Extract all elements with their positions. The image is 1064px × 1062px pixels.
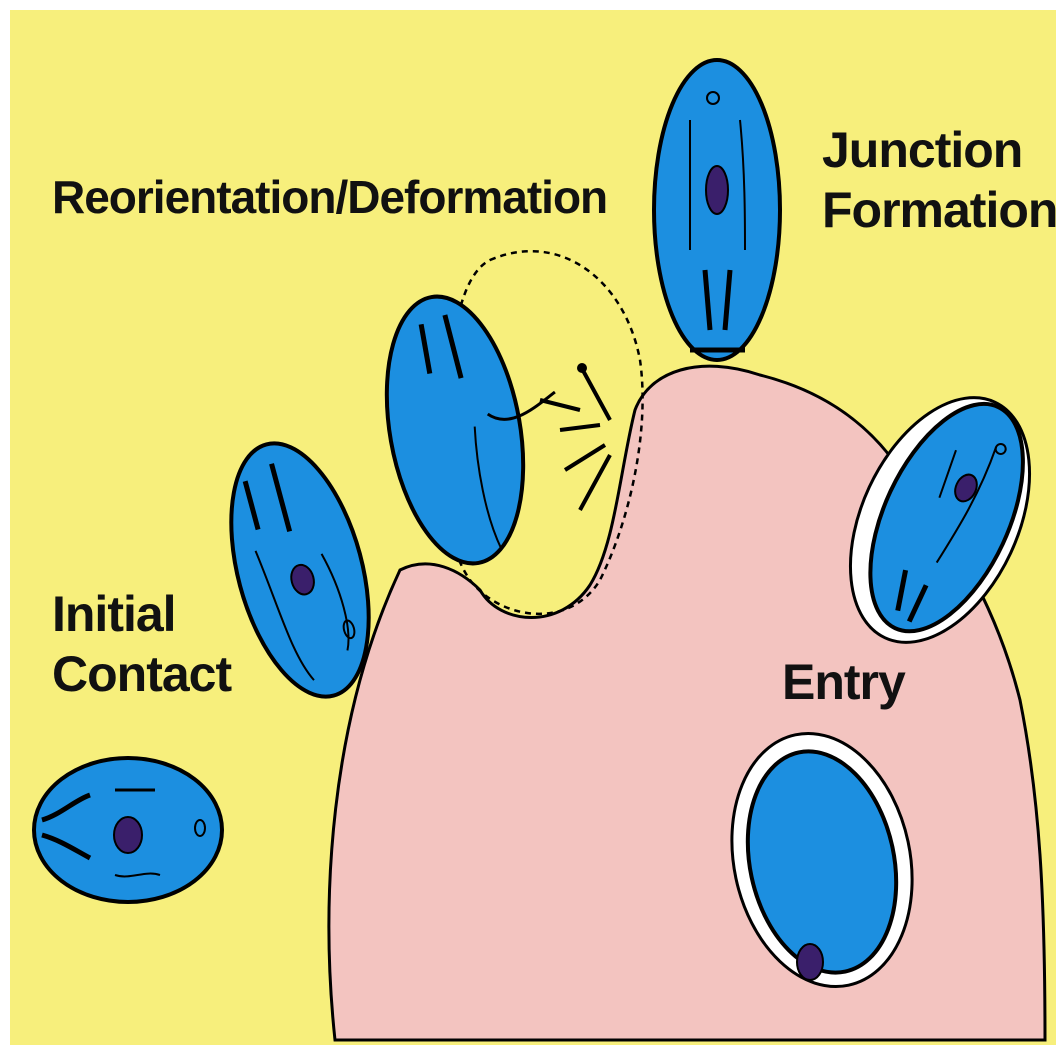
nucleus [706, 166, 728, 214]
label-initial-line-2: Contact [52, 644, 231, 704]
label-initial-line-1: Initial [52, 584, 231, 644]
label-junction-line-1: Junction [822, 120, 1057, 180]
label-reorientation-deformation: Reorientation/Deformation [52, 170, 607, 225]
nucleus [114, 817, 142, 853]
label-initial-contact: Initial Contact [52, 584, 231, 704]
label-junction-line-2: Formation [822, 180, 1057, 240]
nucleus [797, 944, 823, 980]
parasite-initial [34, 758, 222, 902]
label-junction-formation: Junction Formation [822, 120, 1057, 240]
label-entry: Entry [782, 652, 905, 712]
parasite-junction [654, 60, 780, 360]
